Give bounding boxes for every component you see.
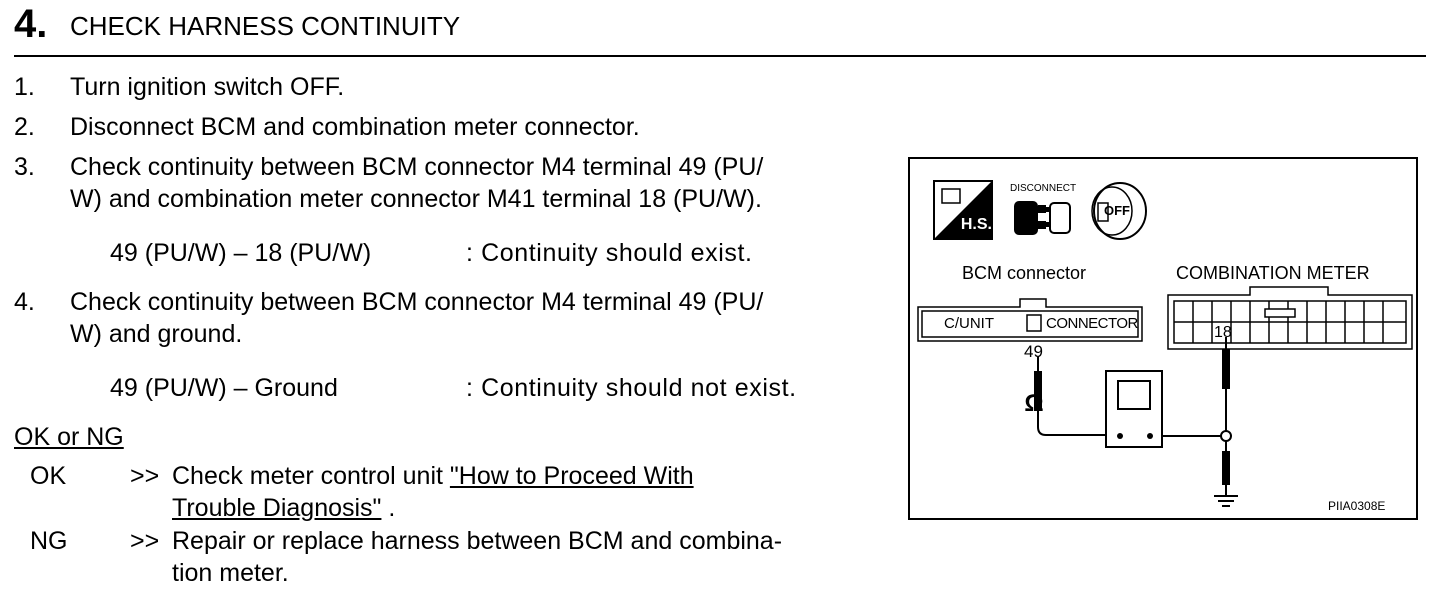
step-3-spec-result: : Continuity should exist.: [466, 239, 753, 267]
ok-text-lead: Check meter control unit: [172, 462, 450, 490]
diagram-graphics: [917, 180, 1413, 507]
continuity-check-diagram: Ω H.S. DISCONNECT OFF BCM connector COMB…: [908, 157, 1418, 520]
bcm-terminal-49: 49: [1024, 342, 1043, 361]
ohm-symbol: Ω: [1024, 390, 1044, 417]
step-4-number: 4.: [14, 288, 35, 316]
bcm-connector-shape: [917, 298, 1143, 342]
ok-text-line2: Trouble Diagnosis" .: [172, 493, 395, 523]
meter-terminal-18: 18: [1214, 324, 1232, 341]
off-icon-label: OFF: [1104, 203, 1130, 218]
step-3-text-line1: Check continuity between BCM connector M…: [70, 153, 764, 181]
result-heading: OK or NG: [14, 423, 124, 451]
bcm-connector-label: BCM connector: [962, 263, 1087, 283]
step-4-spec-terminals: 49 (PU/W) – Ground: [110, 374, 338, 402]
meter-connector-shape: [1167, 286, 1413, 350]
title-rule: [14, 55, 1426, 57]
ng-text-line1: Repair or replace harness between BCM an…: [172, 527, 783, 555]
step-4-text-line2: W) and ground.: [70, 320, 243, 348]
section-number: 4.: [14, 2, 48, 46]
section-title: CHECK HARNESS CONTINUITY: [70, 11, 461, 41]
ng-text-line2: tion meter.: [172, 559, 289, 587]
ok-arrow: >>: [130, 462, 160, 490]
ng-arrow: >>: [130, 527, 160, 555]
step-3-text-line2: W) and combination meter connector M41 t…: [70, 185, 762, 213]
ground-symbol: [1214, 495, 1238, 507]
ignition-off-icon: [1091, 182, 1147, 240]
figure-code: PIIA0308E: [1328, 499, 1386, 513]
step-4-spec-result: : Continuity should not exist.: [466, 374, 797, 402]
step-1-text: Turn ignition switch OFF.: [70, 73, 345, 101]
step-2-text: Disconnect BCM and combination meter con…: [70, 113, 640, 141]
c-unit-label: C/UNIT: [944, 315, 994, 332]
step-3-spec-terminals: 49 (PU/W) – 18 (PU/W): [110, 239, 372, 267]
ok-label: OK: [30, 462, 67, 490]
disconnect-icon: [1014, 201, 1071, 235]
disconnect-icon-label: DISCONNECT: [1010, 183, 1077, 194]
combination-meter-label: COMBINATION METER: [1176, 263, 1370, 283]
ok-text-tail: .: [381, 494, 396, 522]
ng-label: NG: [30, 527, 68, 555]
ok-text: Check meter control unit "How to Proceed…: [172, 461, 694, 491]
step-2-number: 2.: [14, 113, 35, 141]
ohmmeter: [1105, 370, 1163, 448]
connector-label: CONNECTOR: [1046, 315, 1138, 332]
step-4-text-line1: Check continuity between BCM connector M…: [70, 288, 764, 316]
hs-icon-label: H.S.: [960, 216, 992, 233]
step-1-number: 1.: [14, 73, 35, 101]
ok-link-line1[interactable]: "How to Proceed With: [449, 462, 694, 490]
step-3-number: 3.: [14, 153, 35, 181]
harness-side-icon: [933, 180, 993, 240]
ok-link-line2[interactable]: Trouble Diagnosis": [172, 494, 382, 522]
test-circuit: [1034, 337, 1232, 495]
